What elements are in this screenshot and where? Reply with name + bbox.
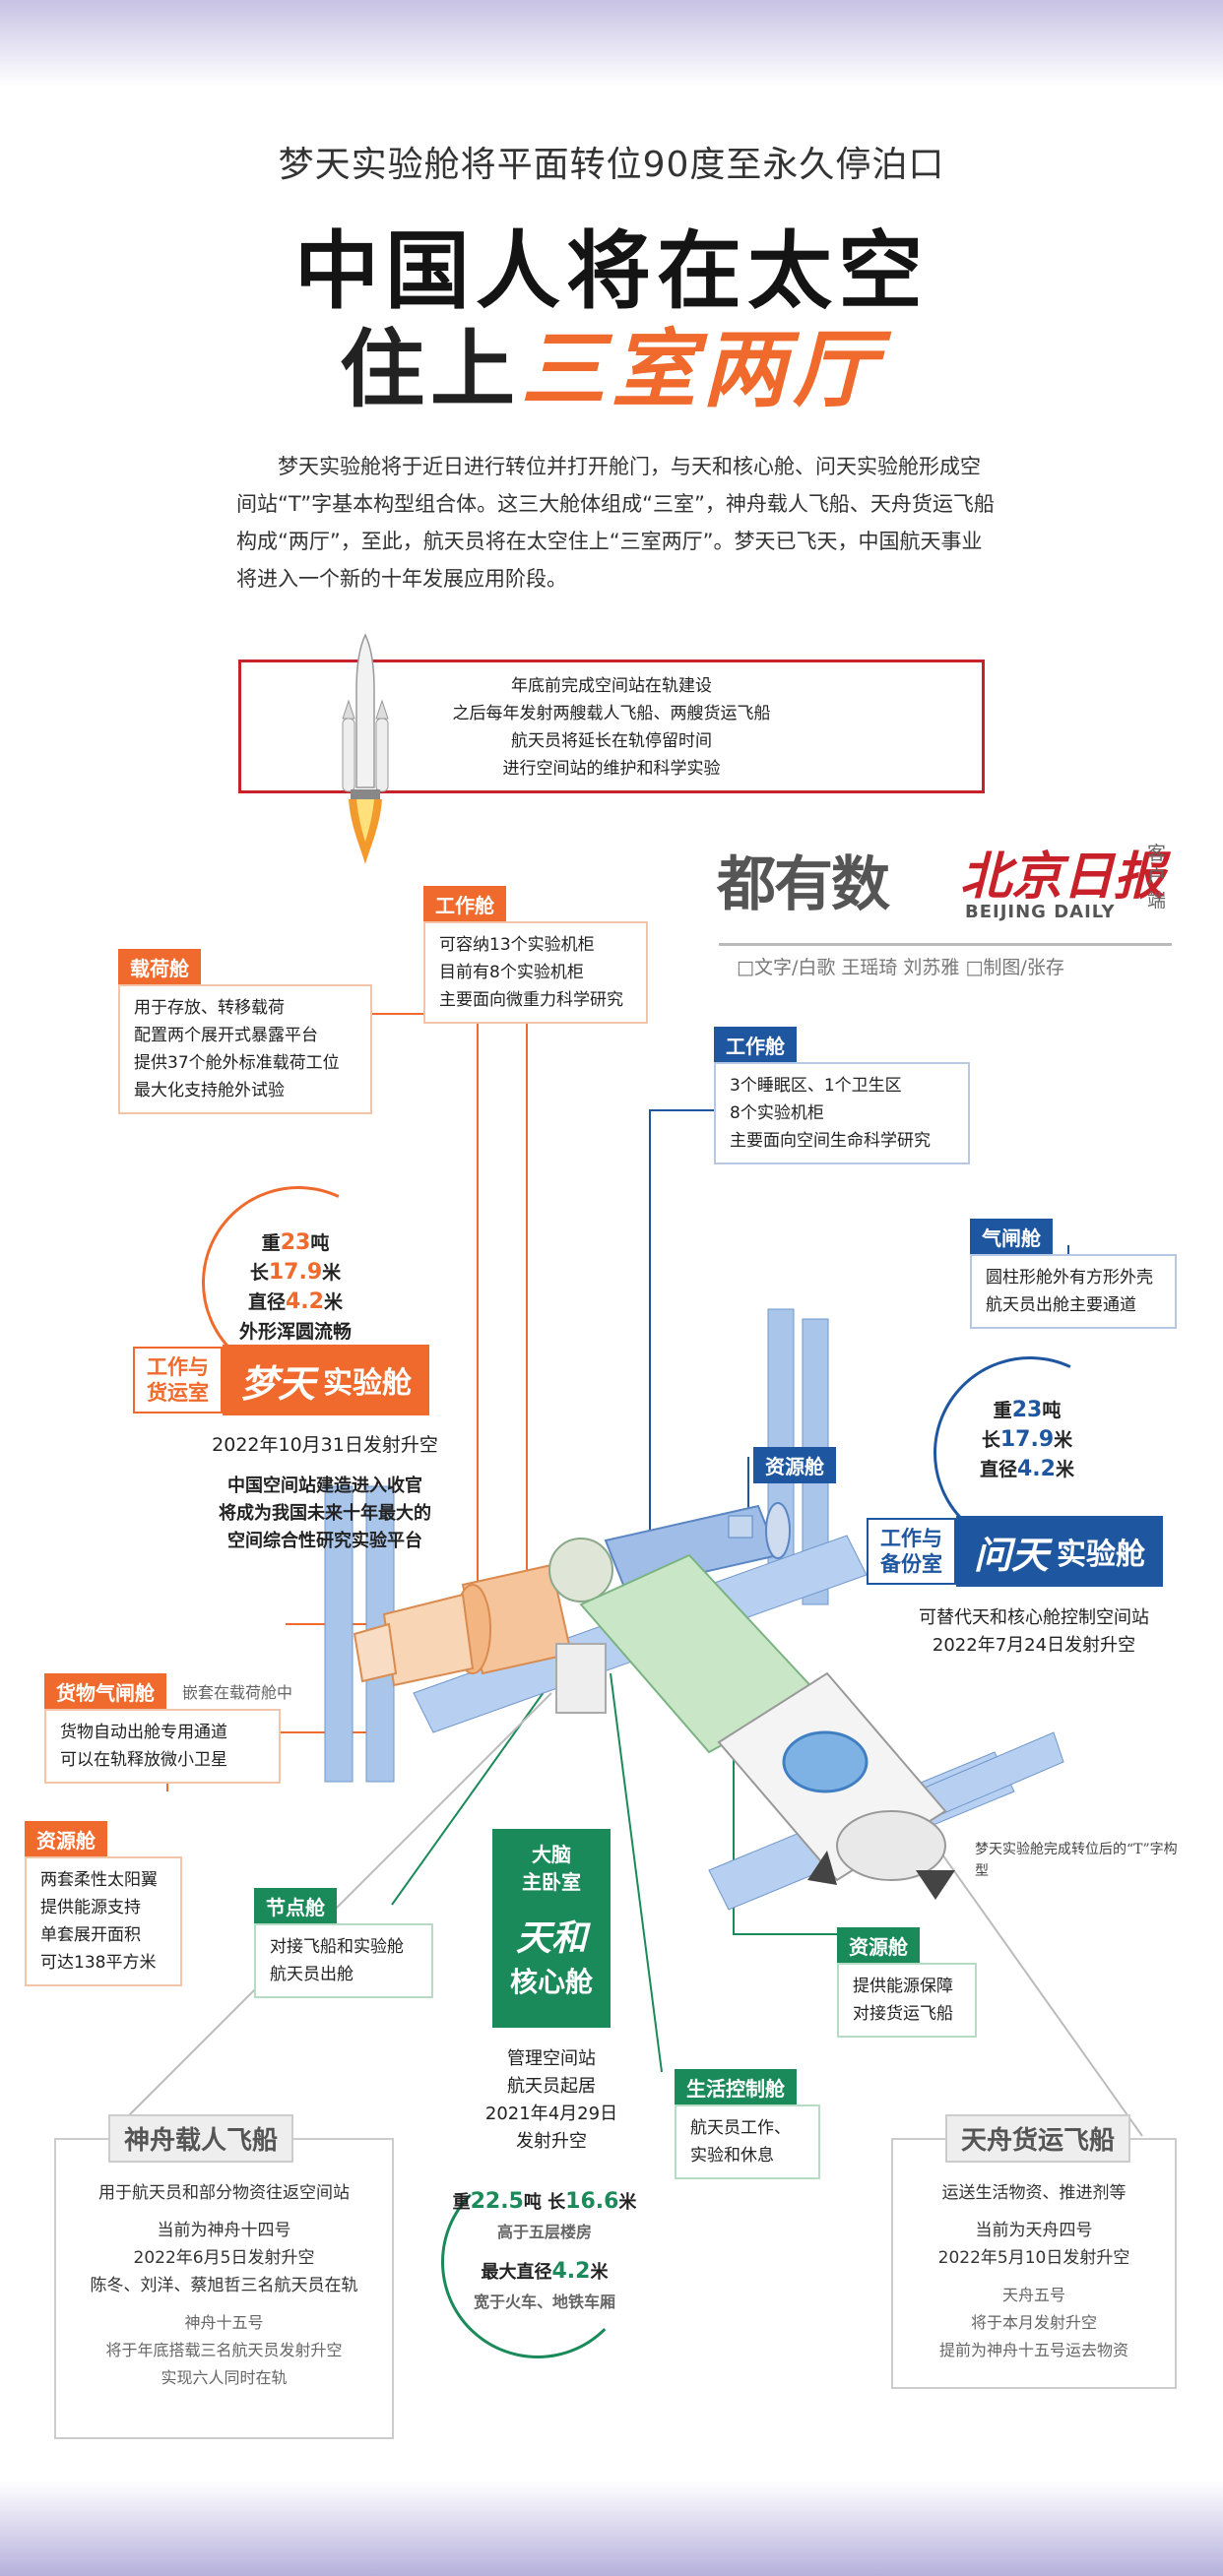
tianhe-power-tag: 资源舱 [837,1927,920,1964]
credits: □文字/白歌 王瑶琦 刘苏雅 □制图/张存 [737,957,1064,978]
mengtian-length: 长17.9米 [249,1260,342,1285]
wentian-power-tag: 资源舱 [753,1447,836,1483]
mengtian-name: 梦天实验舱 [223,1345,430,1415]
mengtian-power-box: 两套柔性太阳翼提供能源支持 单套展开面积可达138平方米 [25,1856,182,1986]
bottom-band [0,2481,1223,2576]
mengtian-desc: 中国空间站建造进入收官将成为我国未来十年最大的空间综合性研究实验平台 [219,1476,431,1551]
tianhe-name-suffix: 核心舱 [509,1966,593,1998]
mengtian-work-tag: 工作舱 [423,886,506,922]
wentian-badge-label: 工作与备份室 [867,1518,956,1585]
tianhe-note1: 高于五层楼房 [496,2223,592,2241]
brand-divider [719,943,1172,946]
notice-line: 航天员将延长在轨停留时间 [511,731,712,751]
tianhe-node-box: 对接飞船和实验舱航天员出舱 [254,1923,433,1998]
wentian-name: 问天实验舱 [956,1516,1164,1587]
mengtian-shape-note: 外形浑圆流畅 [238,1321,352,1343]
tianzhou-tag: 天舟货运飞船 [945,2114,1131,2163]
tianzhou-box: 运送生活物资、推进剂等 当前为天舟四号 2022年5月10日发射升空 天舟五号 … [891,2138,1177,2389]
tianhe-node-tag: 节点舱 [254,1888,337,1924]
mengtian-badge-label: 工作与货运室 [133,1347,223,1414]
tianhe-note2: 宽于火车、地铁车厢 [473,2293,615,2311]
mengtian-airlock-tag: 货物气闸舱 [44,1673,166,1710]
intro-paragraph: 梦天实验舱将于近日进行转位并打开舱门，与天和核心舱、问天实验舱形成空间站“T”字… [236,455,995,591]
mengtian-work-line: 主要面向微重力科学研究 [439,990,623,1010]
wentian-weight: 重23吨 [993,1398,1062,1422]
brand-logo-beijing-daily: 北京日报 [960,847,1166,907]
notice-line: 进行空间站的维护和科学实验 [502,759,721,779]
shenzhou-box: 用于航天员和部分物资往返空间站 当前为神舟十四号 2022年6月5日发射升空 陈… [54,2138,394,2439]
mengtian-cargo-line: 最大化支持舱外试验 [134,1081,285,1100]
mengtian-stats: 重23吨 长17.9米 直径4.2米 外形浑圆流畅 [202,1228,389,1347]
wentian-airlock-tag: 气闸舱 [970,1219,1053,1255]
mengtian-airlock-note: 嵌套在载荷舱中 [182,1683,293,1702]
brand-logo-duyoushu: 都有数 [717,850,890,919]
tianhe-power-box: 提供能源保障对接货运飞船 [837,1963,977,2038]
wentian-badge: 工作与备份室 问天实验舱 [867,1516,1164,1587]
mengtian-weight: 重23吨 [261,1230,330,1255]
tianhe-stats-ring [441,2166,634,2358]
wentian-diameter: 直径4.2米 [979,1457,1074,1481]
mengtian-launch: 2022年10月31日发射升空 [212,1434,438,1456]
wentian-work-tag: 工作舱 [714,1027,797,1063]
tianhe-core-badge: 大脑主卧室 天和 核心舱 [492,1829,611,2028]
mengtian-work-box: 可容纳13个实验机柜 目前有8个实验机柜 主要面向微重力科学研究 [423,921,648,1024]
notice-line: 年底前完成空间站在轨建设 [511,676,712,696]
mengtian-airlock-box: 货物自动出舱专用通道可以在轨释放微小卫星 [44,1709,281,1784]
brand-logo-side: 客户端 [1147,843,1167,911]
brand-logo-english: BEIJING DAILY [965,902,1116,922]
tianhe-label: 大脑主卧室 [522,1843,581,1894]
wentian-stats: 重23吨 长17.9米 直径4.2米 [933,1396,1121,1484]
title-line2-a: 住上 [340,321,521,419]
mengtian-cargo-line: 用于存放、转移载荷 [134,998,285,1018]
mengtian-power-tag: 资源舱 [25,1821,107,1857]
wentian-length: 长17.9米 [981,1427,1073,1452]
top-band [0,0,1223,87]
title-line2: 住上三室两厅 [0,300,1223,423]
wentian-airlock-box: 圆柱形舱外有方形外壳航天员出舱主要通道 [970,1254,1177,1329]
mengtian-cargo-line: 配置两个展开式暴露平台 [134,1026,318,1045]
notice-line: 之后每年发射两艘载人飞船、两艘货运飞船 [452,704,771,723]
tianhe-diameter: 最大直径4.2米 [481,2259,609,2284]
tianhe-life-tag: 生活控制舱 [675,2069,797,2105]
mengtian-diameter: 直径4.2米 [247,1289,343,1314]
shenzhou-tag: 神舟载人飞船 [108,2114,294,2163]
tianhe-name: 天和 [515,1918,587,1959]
subtitle: 梦天实验舱将平面转位90度至永久停泊口 [278,145,945,185]
mengtian-cargo-line: 提供37个舱外标准载荷工位 [134,1053,340,1073]
station-caption: 梦天实验舱完成转位后的“T”字构型 [975,1842,1178,1879]
mengtian-work-line: 可容纳13个实验机柜 [439,935,595,955]
mengtian-cargo-box: 用于存放、转移载荷 配置两个展开式暴露平台 提供37个舱外标准载荷工位 最大化支… [118,984,372,1114]
mengtian-cargo-tag: 载荷舱 [118,949,201,985]
mengtian-work-line: 目前有8个实验机柜 [439,963,584,982]
title-line1: 中国人将在太空 [294,222,929,321]
title-line2-b: 三室两厅 [521,321,883,419]
tianhe-life-box: 航天员工作、实验和休息 [675,2105,820,2179]
mengtian-badge: 工作与货运室 梦天实验舱 [133,1345,430,1415]
rocket-icon [342,633,389,864]
tianhe-stats: 重22.5吨 长16.6米 高于五层楼房 最大直径4.2米 宽于火车、地铁车厢 [441,2187,648,2317]
tianhe-weight-length: 重22.5吨 长16.6米 [452,2189,637,2214]
